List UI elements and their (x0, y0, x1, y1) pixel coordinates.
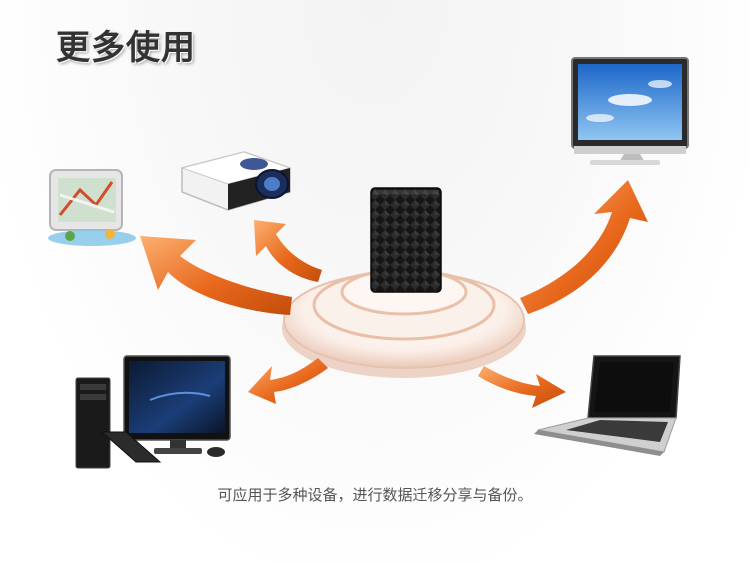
caption-text: 可应用于多种设备，进行数据迁移分享与备份。 (217, 486, 533, 504)
arrow-to-laptop (478, 366, 566, 408)
desktop-computer-icon (75, 355, 231, 469)
arrow-to-tv (520, 180, 648, 314)
gps-navigator-icon (48, 169, 136, 246)
arrow-to-desktop (248, 358, 328, 404)
lcd-tv-icon (571, 57, 689, 165)
page-title: 更多使用 (56, 28, 196, 68)
projector-icon (180, 151, 292, 211)
external-hard-drive-icon (370, 187, 442, 293)
arrow-to-gps (140, 236, 292, 315)
arrow-to-projector (254, 220, 322, 282)
laptop-icon (534, 355, 681, 456)
